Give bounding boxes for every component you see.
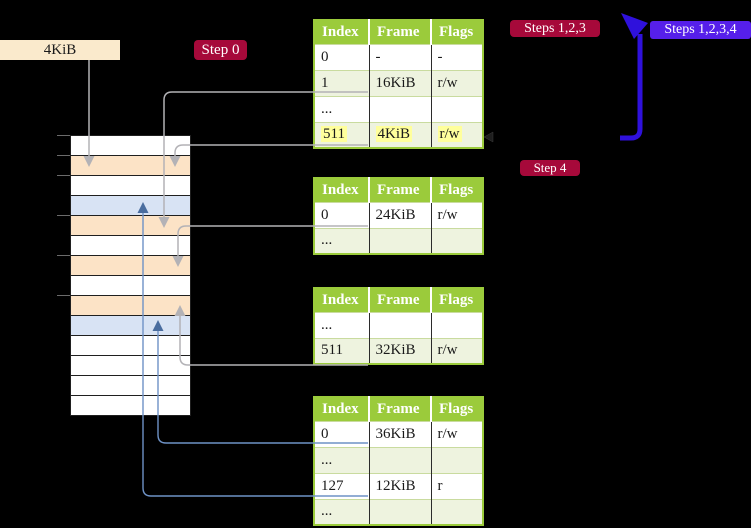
table-cell [430, 311, 483, 338]
address-tick [57, 135, 70, 136]
memory-row-0 [71, 136, 190, 156]
memory-row-7 [71, 276, 190, 296]
memory-row-6 [71, 256, 190, 276]
table-cell: 511 [314, 337, 369, 364]
table-cell: ... [314, 446, 369, 473]
table-cell: r/w [430, 337, 483, 364]
memory-row-13 [71, 396, 190, 415]
table-cell: r/w [430, 420, 483, 447]
table-cell: ... [314, 311, 369, 338]
memory-row-5 [71, 236, 190, 256]
column-header-flags: Flags [430, 288, 483, 312]
column-header-flags: Flags [430, 178, 483, 202]
table-cell [368, 498, 431, 525]
table-cell: r [430, 472, 483, 499]
table-cell: 0 [314, 43, 369, 70]
arrow-left-icon [483, 131, 494, 143]
column-header-index: Index [314, 397, 369, 421]
table-cell: r/w [430, 121, 483, 148]
column-header-index: Index [314, 20, 369, 44]
frame-4kib-label: 4KiB [0, 40, 120, 60]
column-header-frame: Frame [368, 397, 431, 421]
table-cell: 1 [314, 69, 369, 96]
memory-row-1 [71, 156, 190, 176]
table-cell: r/w [430, 69, 483, 96]
table-cell: 36KiB [368, 420, 431, 447]
table-cell: ... [314, 227, 369, 254]
table-cell [368, 311, 431, 338]
step-0-badge: Step 0 [194, 40, 247, 60]
table-cell [368, 95, 431, 122]
table-row: 0-- [314, 43, 483, 70]
address-tick [57, 295, 70, 296]
column-header-frame: Frame [368, 20, 431, 44]
table-cell: r/w [430, 201, 483, 228]
table-row: ... [314, 227, 483, 254]
table-cell: 12KiB [368, 472, 431, 499]
memory-row-2 [71, 176, 190, 196]
memory-row-12 [71, 376, 190, 396]
table-cell [430, 95, 483, 122]
table-cell: 16KiB [368, 69, 431, 96]
physical-memory-strip [70, 135, 191, 416]
table-cell [430, 227, 483, 254]
step-4-badge: Step 4 [520, 160, 580, 176]
table-row: ... [314, 498, 483, 525]
address-tick [57, 215, 70, 216]
memory-row-3 [71, 196, 190, 216]
table-cell: - [430, 43, 483, 70]
memory-row-8 [71, 296, 190, 316]
address-tick [57, 155, 70, 156]
address-tick [57, 255, 70, 256]
memory-row-11 [71, 356, 190, 376]
steps1234-annotation-arrow [620, 34, 643, 141]
table-cell [368, 446, 431, 473]
column-header-flags: Flags [430, 397, 483, 421]
table-cell: 127 [314, 472, 369, 499]
table-cell: 24KiB [368, 201, 431, 228]
table-row: ... [314, 95, 483, 122]
table-cell [430, 498, 483, 525]
table-cell [430, 446, 483, 473]
table-cell: 511 [314, 121, 369, 148]
table-cell: ... [314, 95, 369, 122]
table-cell: 0 [314, 201, 369, 228]
arrow-up-left-icon [621, 13, 648, 39]
table-cell: 0 [314, 420, 369, 447]
table-cell [368, 227, 431, 254]
column-header-frame: Frame [368, 178, 431, 202]
steps-123-badge: Steps 1,2,3 [510, 20, 600, 37]
column-header-flags: Flags [430, 20, 483, 44]
address-tick [57, 175, 70, 176]
steps-1234-badge: Steps 1,2,3,4 [650, 21, 751, 39]
table-row: ... [314, 446, 483, 473]
column-header-frame: Frame [368, 288, 431, 312]
table-cell: - [368, 43, 431, 70]
memory-row-9 [71, 316, 190, 336]
table-row: ... [314, 311, 483, 338]
column-header-index: Index [314, 178, 369, 202]
memory-row-10 [71, 336, 190, 356]
table-cell: 4KiB [368, 121, 431, 148]
memory-row-4 [71, 216, 190, 236]
table-cell: 32KiB [368, 337, 431, 364]
column-header-index: Index [314, 288, 369, 312]
table-cell: ... [314, 498, 369, 525]
